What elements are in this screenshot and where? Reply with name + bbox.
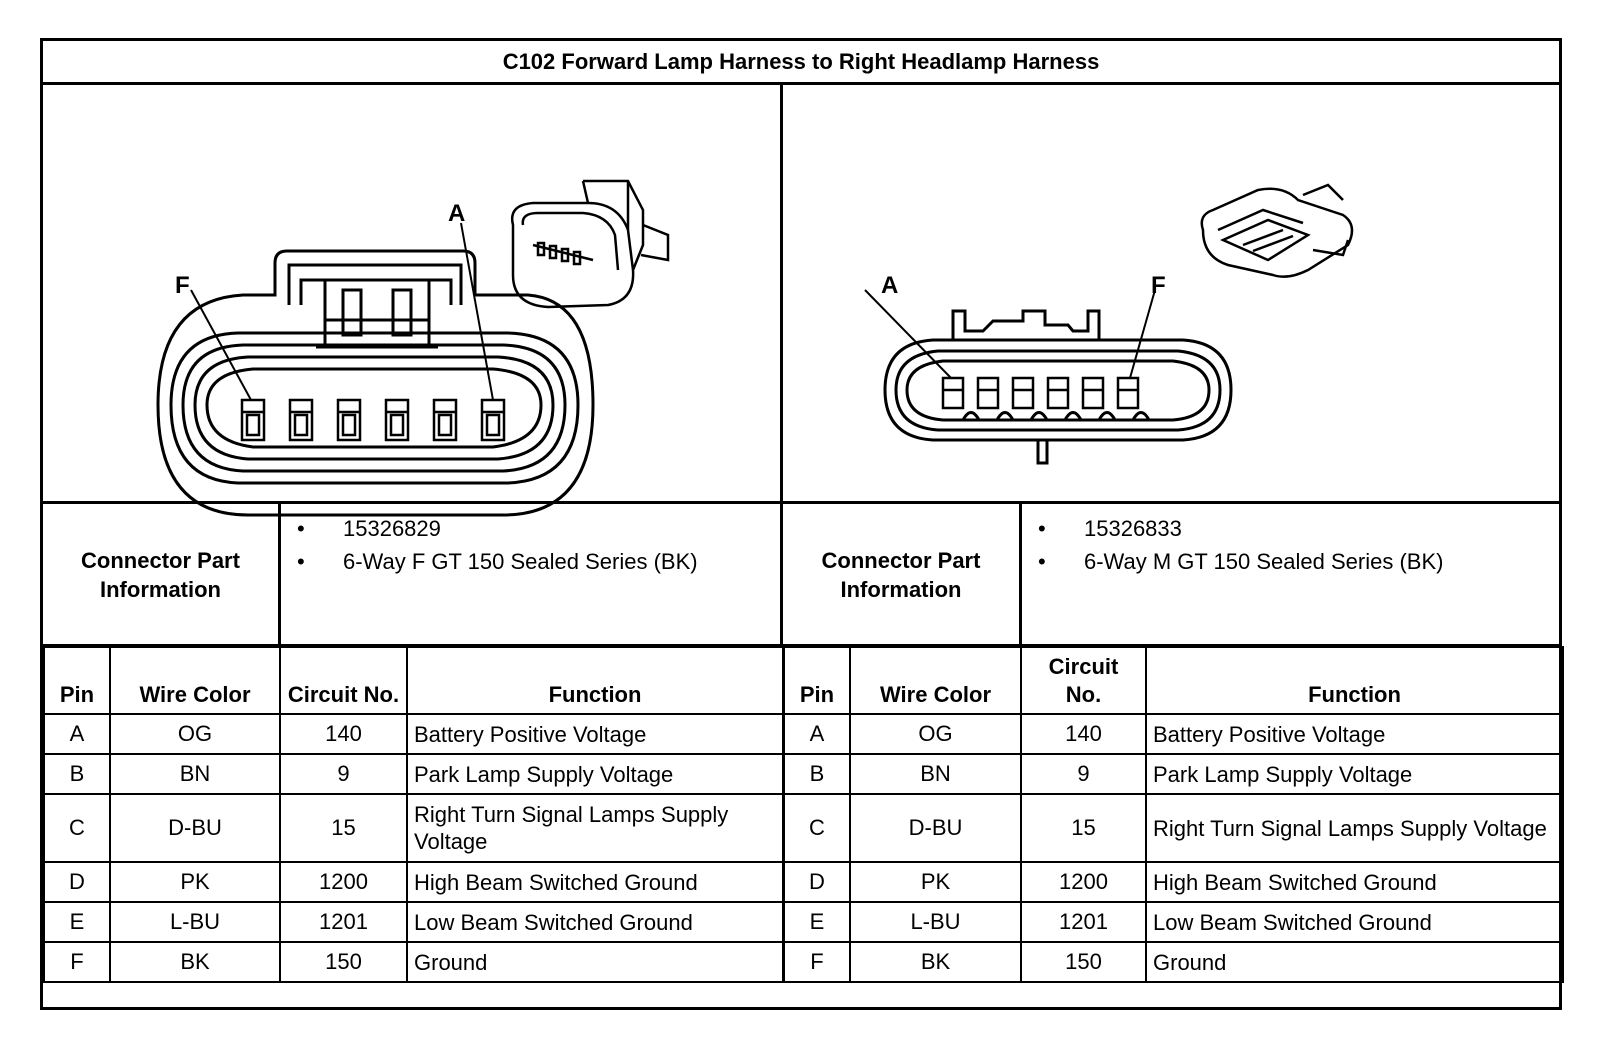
connector-table-frame: C102 Forward Lamp Harness to Right Headl… — [40, 38, 1564, 1010]
wire-color-cell: BN — [849, 753, 1022, 795]
pin-a-callout: A — [448, 200, 465, 227]
wire-color-cell: L-BU — [109, 901, 281, 943]
connector-description: 6-Way F GT 150 Sealed Series (BK) — [281, 547, 776, 577]
left-connector-diagram: F A — [43, 85, 782, 558]
wire-color-cell: L-BU — [849, 901, 1022, 943]
info-divider-left — [278, 504, 281, 647]
function-cell: Right Turn Signal Lamps Supply Voltage — [1145, 793, 1564, 863]
pin-cell: E — [43, 901, 111, 943]
circuit-cell: 1200 — [279, 861, 408, 903]
function-cell: Battery Positive Voltage — [406, 713, 784, 755]
column-header-circuit: Circuit No. — [1020, 646, 1147, 715]
wire-color-cell: OG — [109, 713, 281, 755]
circuit-cell: 9 — [1020, 753, 1147, 795]
column-header-function: Function — [1145, 646, 1564, 715]
circuit-cell: 1201 — [1020, 901, 1147, 943]
circuit-cell: 15 — [1020, 793, 1147, 863]
function-cell: Low Beam Switched Ground — [406, 901, 784, 943]
center-divider — [780, 85, 783, 647]
circuit-cell: 1201 — [279, 901, 408, 943]
circuit-cell: 150 — [279, 941, 408, 983]
function-cell: Park Lamp Supply Voltage — [406, 753, 784, 795]
column-header-pin: Pin — [783, 646, 851, 715]
function-cell: Ground — [1145, 941, 1564, 983]
pin-f-callout: F — [1151, 272, 1166, 299]
connector-info-label-right: Connector Part Information — [821, 548, 981, 602]
wire-color-cell: OG — [849, 713, 1022, 755]
wire-color-cell: BK — [109, 941, 281, 983]
column-header-function: Function — [406, 646, 784, 715]
wire-color-cell: BK — [849, 941, 1022, 983]
pin-cell: B — [43, 753, 111, 795]
function-cell: Ground — [406, 941, 784, 983]
circuit-cell: 140 — [279, 713, 408, 755]
pin-cell: C — [783, 793, 851, 863]
function-cell: Battery Positive Voltage — [1145, 713, 1564, 755]
function-cell: High Beam Switched Ground — [406, 861, 784, 903]
wire-color-cell: D-BU — [109, 793, 281, 863]
male-connector-drawing: A F — [864, 183, 1354, 465]
circuit-cell: 15 — [279, 793, 408, 863]
pin-cell: C — [43, 793, 111, 863]
column-header-wire-color: Wire Color — [849, 646, 1022, 715]
pin-cell: E — [783, 901, 851, 943]
pin-cell: D — [783, 861, 851, 903]
circuit-cell: 150 — [1020, 941, 1147, 983]
pin-f-callout: F — [175, 272, 190, 299]
pin-cell: A — [783, 713, 851, 755]
pin-a-callout: A — [881, 272, 898, 299]
wire-color-cell: D-BU — [849, 793, 1022, 863]
female-connector-drawing: F A — [156, 179, 670, 517]
connector-description: 6-Way M GT 150 Sealed Series (BK) — [1022, 547, 1522, 577]
diagram-bottom-rule — [43, 501, 1562, 504]
circuit-cell: 9 — [279, 753, 408, 795]
connector-info-list-right: 15326833 6-Way M GT 150 Sealed Series (B… — [1022, 514, 1522, 580]
connector-info-label-left: Connector Part Information — [81, 548, 240, 602]
part-number: 15326833 — [1022, 514, 1522, 544]
page-title: C102 Forward Lamp Harness to Right Headl… — [43, 41, 1559, 85]
column-header-wire-color: Wire Color — [109, 646, 281, 715]
pin-cell: D — [43, 861, 111, 903]
function-cell: Low Beam Switched Ground — [1145, 901, 1564, 943]
column-header-circuit: Circuit No. — [279, 646, 408, 715]
function-cell: Park Lamp Supply Voltage — [1145, 753, 1564, 795]
circuit-cell: 1200 — [1020, 861, 1147, 903]
function-cell: Right Turn Signal Lamps Supply Voltage — [406, 793, 784, 863]
pin-cell: A — [43, 713, 111, 755]
circuit-cell: 140 — [1020, 713, 1147, 755]
pin-cell: F — [783, 941, 851, 983]
pin-cell: F — [43, 941, 111, 983]
wire-color-cell: PK — [109, 861, 281, 903]
info-divider-right — [1019, 504, 1022, 647]
connector-info-list-left: 15326829 6-Way F GT 150 Sealed Series (B… — [281, 514, 776, 580]
column-header-pin: Pin — [43, 646, 111, 715]
wire-color-cell: BN — [109, 753, 281, 795]
function-cell: High Beam Switched Ground — [1145, 861, 1564, 903]
info-bottom-rule — [43, 644, 1562, 647]
pin-cell: B — [783, 753, 851, 795]
wire-color-cell: PK — [849, 861, 1022, 903]
right-connector-diagram: A F — [783, 85, 1562, 558]
part-number: 15326829 — [281, 514, 776, 544]
